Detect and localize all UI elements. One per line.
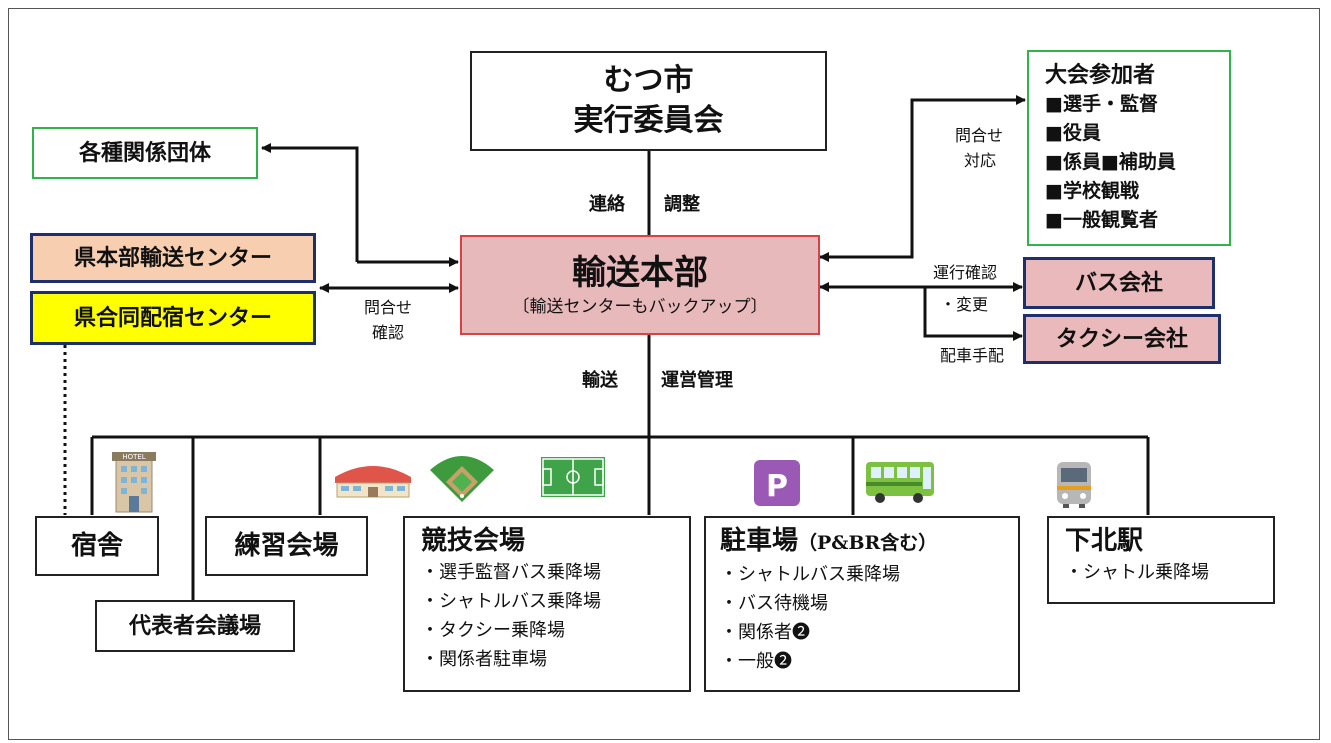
hotel-sign-text: HOTEL (122, 453, 145, 461)
pref-transport-center-box: 県本部輸送センター (30, 233, 316, 283)
transport-hq-box: 輸送本部 〔輸送センターもバックアップ〕 (460, 235, 820, 335)
pref-lodging-center-box: 県合同配宿センター (30, 291, 316, 345)
competition-item: ・関係者駐車場 (421, 649, 547, 670)
hotel-icon: HOTEL (112, 452, 156, 513)
parking-item: ・一般❷ (720, 651, 792, 672)
rep-meeting-box: 代表者会議場 (95, 600, 295, 652)
rep-meeting-label: 代表者会議場 (128, 613, 261, 639)
baseball-field-icon (430, 456, 494, 502)
competition-venue-box: 競技会場 ・選手監督バス乗降場 ・シャトルバス乗降場 ・タクシー乗降場 ・関係者… (403, 516, 691, 692)
participants-item: ■役員 (1045, 122, 1101, 144)
participants-box: 大会参加者 ■選手・監督 ■役員 ■係員■補助員 ■学校観戦 ■一般観覧者 (1027, 50, 1231, 246)
participants-title: 大会参加者 (1045, 62, 1156, 88)
parking-icon: P (754, 460, 800, 506)
inquiry-label-1: 問合せ (364, 298, 413, 317)
pref-lodging-center-label: 県合同配宿センター (73, 305, 272, 331)
gymnasium-icon (335, 466, 411, 498)
response-label-1: 問合せ (955, 126, 1004, 145)
soccer-field-icon (541, 457, 605, 497)
diagram-frame (8, 8, 1320, 740)
dorm-label: 宿舎 (70, 531, 123, 561)
organizing-committee-box: むつ市 実行委員会 (470, 51, 827, 151)
response-label-2: 対応 (964, 151, 997, 170)
parking-item: ・バス待機場 (720, 593, 828, 614)
station-title: 下北駅 (1065, 526, 1144, 556)
related-orgs-label: 各種関係団体 (78, 140, 211, 166)
parking-title-note: （P&BR含む） (798, 532, 938, 554)
operation-check-label-2: ・変更 (940, 295, 989, 314)
practice-venue-label: 練習会場 (234, 531, 339, 561)
taxi-company-box: タクシー会社 (1023, 314, 1221, 364)
parking-title: 駐車場 (720, 526, 799, 556)
bus-company-box: バス会社 (1023, 257, 1215, 309)
arrow-hq-taxi (923, 287, 1023, 341)
link-label-coordinate: 調整 (664, 194, 700, 215)
participants-item: ■学校観戦 (1045, 180, 1139, 202)
link-label-transport: 輸送 (582, 370, 618, 391)
hq-subtitle: 〔輸送センターもバックアップ〕 (512, 297, 768, 317)
arrow-related-orgs (261, 143, 359, 262)
parking-item: ・関係者❷ (720, 622, 810, 643)
pref-transport-center-label: 県本部輸送センター (73, 245, 272, 271)
dorm-box: 宿舎 (35, 516, 159, 576)
taxi-company-label: タクシー会社 (1055, 326, 1188, 352)
inquiry-label-2: 確認 (372, 323, 405, 342)
train-icon (1057, 462, 1091, 508)
competition-item: ・タクシー乗降場 (421, 620, 565, 641)
competition-item: ・選手監督バス乗降場 (421, 562, 601, 583)
station-item: ・シャトル乗降場 (1065, 562, 1209, 583)
operation-check-label-1: 運行確認 (933, 263, 998, 282)
dispatch-label: 配車手配 (940, 346, 1005, 365)
competition-item: ・シャトルバス乗降場 (421, 591, 601, 612)
bus-icon (866, 462, 934, 503)
parking-item: ・シャトルバス乗降場 (720, 564, 900, 585)
parking-letter: P (766, 469, 788, 504)
competition-venue-title: 競技会場 (421, 526, 526, 556)
station-box: 下北駅 ・シャトル乗降場 (1047, 516, 1275, 604)
link-label-contact: 連絡 (589, 194, 625, 215)
participants-item: ■選手・監督 (1045, 93, 1158, 115)
link-label-operations: 運営管理 (661, 370, 733, 391)
committee-line1: むつ市 (603, 63, 694, 98)
parking-box: 駐車場（P&BR含む） ・シャトルバス乗降場 ・バス待機場 ・関係者❷ ・一般❷ (704, 516, 1020, 692)
hq-title: 輸送本部 (572, 253, 708, 293)
related-orgs-box: 各種関係団体 (32, 127, 258, 179)
arrow-hq-participants (820, 95, 1026, 259)
participants-item: ■一般観覧者 (1045, 209, 1158, 231)
participants-item: ■係員■補助員 (1045, 151, 1176, 173)
practice-venue-box: 練習会場 (205, 516, 368, 576)
committee-line2: 実行委員会 (573, 103, 724, 138)
bus-company-label: バス会社 (1074, 270, 1163, 296)
